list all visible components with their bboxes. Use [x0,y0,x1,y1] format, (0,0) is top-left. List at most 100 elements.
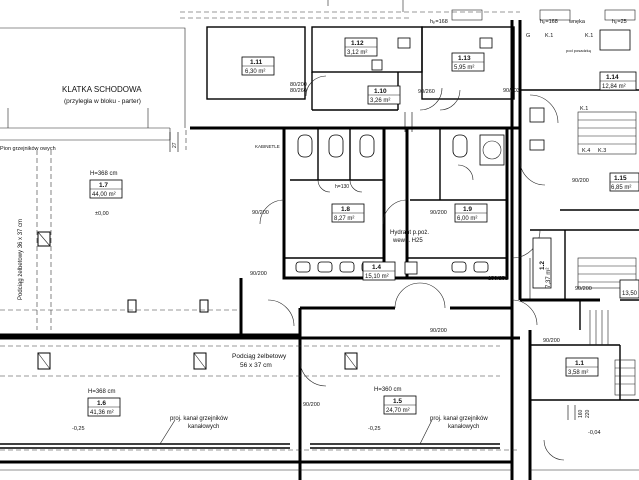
svg-text:K.4: K.4 [582,148,590,154]
room-1-14: 1.14 12,84 m² [599,71,637,91]
svg-text:90/200: 90/200 [543,338,560,344]
room-1-10: 1.10 3,26 m² [367,85,401,105]
svg-text:hₚ=168: hₚ=168 [430,19,448,25]
svg-text:5,95 m²: 5,95 m² [454,65,474,71]
svg-text:27: 27 [172,142,178,148]
svg-text:±0,00: ±0,00 [95,211,109,217]
top-dashed-lines [180,0,520,19]
room-1-1: 1.1 3,58 m² [565,357,599,377]
room-1-4: 1.4 15,10 m² [362,261,396,281]
svg-text:90/200: 90/200 [572,178,589,184]
door-labels: 80/260 80/200 90/260 90/203 90/200 90/20… [250,82,592,408]
stair-steps [589,310,609,345]
svg-text:220: 220 [585,409,591,418]
svg-text:3,58 m²: 3,58 m² [568,370,588,376]
svg-text:K.1: K.1 [580,106,588,112]
svg-text:90/200: 90/200 [575,286,592,292]
room-1-3: 13,50 [619,279,639,299]
svg-text:wewn. H25: wewn. H25 [392,238,423,244]
svg-text:90/260: 90/260 [418,89,435,95]
svg-text:pod posadzką: pod posadzką [566,48,592,53]
svg-text:7,37 m²: 7,37 m² [546,268,552,288]
svg-text:Podciąg żelbetowy 36 x 37 cm: Podciąg żelbetowy 36 x 37 cm [18,219,24,300]
room-1-13: 1.13 5,95 m² [451,52,485,72]
svg-text:G: G [526,33,530,39]
stair-title: KLATKA SCHODOWA [62,85,142,94]
svg-text:1.8: 1.8 [341,206,350,213]
svg-text:1.14: 1.14 [606,74,619,81]
svg-text:90/200: 90/200 [252,210,269,216]
svg-text:-0,25: -0,25 [368,426,381,432]
svg-text:80/260: 80/260 [290,88,307,94]
svg-text:13,50: 13,50 [622,291,638,297]
svg-text:1.11: 1.11 [250,59,263,66]
svg-text:Podciąg żelbetowy: Podciąg żelbetowy [232,353,287,360]
room-1-5: H=360 cm 1.5 24,70 m² [374,387,417,415]
svg-text:K.1: K.1 [585,33,593,39]
room-1-6: H=368 cm 1.6 41,36 m² [87,389,121,417]
svg-text:1.1: 1.1 [575,360,584,367]
svg-text:1.15: 1.15 [614,175,627,182]
svg-text:1.4: 1.4 [372,264,381,271]
room-1-7: H=368 cm 1.7 44,00 m² [89,171,123,199]
stair-subtitle: (przyległa w bloku - parter) [64,98,141,105]
svg-text:3,26 m²: 3,26 m² [370,98,390,104]
svg-text:H=368 cm: H=368 cm [90,171,118,177]
svg-text:160: 160 [578,409,584,418]
room-1-15: 1.15 6,85 m² [609,172,639,192]
svg-text:KABINETLE: KABINETLE [255,144,280,149]
svg-text:1.12: 1.12 [351,40,364,47]
svg-text:90/200: 90/200 [430,210,447,216]
room-1-2: 1.2 7,37 m² [532,237,552,289]
svg-text:kanałowych: kanałowych [188,424,219,430]
svg-text:Pion grzejników owych: Pion grzejników owych [0,146,56,152]
heating-channels [0,419,500,449]
svg-text:hₚ=168: hₚ=168 [540,19,558,25]
svg-text:6,30 m²: 6,30 m² [245,69,265,75]
svg-text:90/203: 90/203 [503,88,520,94]
door-swings [259,75,565,461]
walls [0,20,639,480]
svg-text:H=360 cm: H=360 cm [374,387,402,393]
svg-text:41,36 m²: 41,36 m² [90,410,114,416]
svg-text:3,12 m²: 3,12 m² [347,50,367,56]
svg-text:proj. kanał grzejników: proj. kanał grzejników [170,416,228,422]
svg-text:K.3: K.3 [598,148,606,154]
svg-text:80/200: 80/200 [290,82,307,88]
svg-text:90/200: 90/200 [430,328,447,334]
svg-text:1.10: 1.10 [374,88,387,95]
svg-text:-0,25: -0,25 [72,426,85,432]
svg-text:15,10 m²: 15,10 m² [365,274,389,280]
annotations: Pion grzejników owych Podciąg żelbetowy … [0,19,627,436]
room-1-9: 1.9 6,00 m² [454,203,488,223]
svg-text:K.1: K.1 [545,33,553,39]
svg-text:kanałowych: kanałowych [448,424,479,430]
svg-text:proj. kanał grzejników: proj. kanał grzejników [430,416,488,422]
svg-text:8,27 m²: 8,27 m² [334,216,354,222]
svg-text:1.7: 1.7 [99,182,108,189]
svg-text:90/200: 90/200 [250,271,267,277]
svg-text:150/251: 150/251 [488,276,508,282]
svg-text:Hydrant p.poż.: Hydrant p.poż. [390,230,429,236]
svg-text:1.13: 1.13 [458,55,471,62]
room-1-11: 1.11 6,30 m² [241,56,275,76]
svg-text:44,00 m²: 44,00 m² [92,192,116,198]
svg-text:6,85 m²: 6,85 m² [611,185,631,191]
svg-text:H=368 cm: H=368 cm [88,389,116,395]
dimension-lines [169,112,576,420]
svg-text:24,70 m²: 24,70 m² [386,408,410,414]
svg-text:12,84 m²: 12,84 m² [602,84,626,90]
wc-fixtures [290,37,507,275]
room-1-12: 1.12 3,12 m² [344,37,378,57]
svg-text:1.2: 1.2 [539,261,546,270]
svg-text:6,00 m²: 6,00 m² [457,216,477,222]
stair-outline [0,27,186,141]
svg-text:56 x 37 cm: 56 x 37 cm [240,362,272,369]
svg-text:90/200: 90/200 [303,402,320,408]
svg-text:-0,04: -0,04 [588,430,601,436]
svg-text:1.6: 1.6 [97,400,106,407]
room-1-8: 1.8 8,27 m² [331,203,365,223]
beams [0,130,500,377]
svg-text:hₚ=25: hₚ=25 [612,19,627,25]
